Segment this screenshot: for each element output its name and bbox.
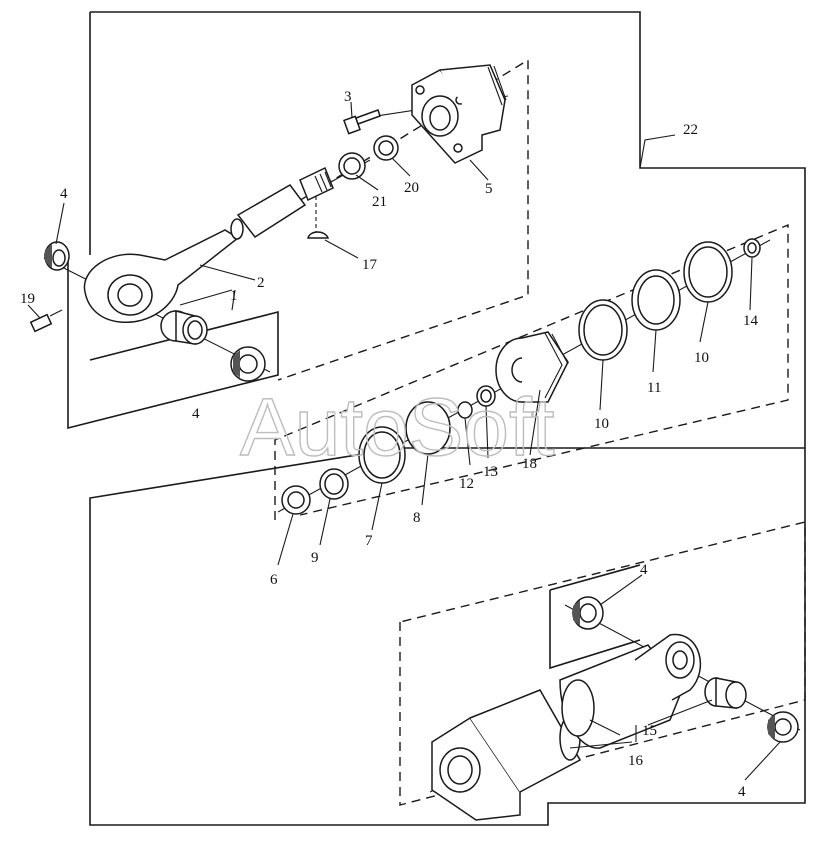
piston-rod-part-2	[83, 166, 334, 323]
seal-ring-part-7	[358, 426, 406, 484]
callout-8: 8	[413, 510, 421, 526]
watermark-text: AutoSoft	[240, 382, 555, 473]
piston-part-18	[495, 331, 569, 403]
seal-group-dashed-boundary	[274, 223, 789, 520]
assembly-outline-22	[89, 11, 806, 826]
callout-12: 12	[459, 476, 474, 492]
callout-15: 15	[642, 723, 657, 739]
cylinder-inner-boundary	[549, 564, 641, 670]
callout-5: 5	[485, 181, 493, 197]
callout-13: 13	[483, 464, 498, 480]
callout-7: 7	[365, 533, 373, 549]
callout-labels: 4 19 2 1 4 3 21 20 5 17 22 14 10 11 10 1…	[20, 89, 759, 800]
grease-fitting-part-19	[29, 309, 63, 333]
callout-10-right: 10	[694, 350, 709, 366]
callout-10-left: 10	[594, 416, 609, 432]
callout-4-cylinder-top: 4	[640, 562, 648, 578]
callout-17: 17	[362, 257, 378, 273]
rod-group-boundary	[67, 255, 279, 430]
leader-lines	[27, 101, 781, 781]
key-part-17	[307, 231, 330, 239]
callout-11: 11	[647, 380, 661, 396]
callout-2: 2	[257, 275, 265, 291]
bushing-part-1	[160, 310, 208, 345]
callout-4-cylinder-bottom: 4	[738, 784, 746, 800]
callout-9: 9	[311, 550, 319, 566]
bushing-part-4-rod	[230, 346, 266, 382]
ring-part-13	[476, 385, 496, 407]
seal-ring-part-11	[631, 269, 681, 331]
cylinder-group-dashed-boundary	[399, 521, 806, 806]
ring-part-21	[338, 152, 366, 180]
seal-ring-part-10-right	[683, 241, 733, 303]
bolt-part-3	[343, 109, 381, 135]
callout-14: 14	[743, 313, 759, 329]
ring-part-20	[373, 135, 399, 161]
bushing-part-4-cylinder-bottom	[767, 711, 799, 743]
axis-line-rod	[43, 257, 271, 373]
callout-6: 6	[270, 572, 278, 588]
callout-4-rod: 4	[192, 406, 200, 422]
callout-18: 18	[522, 456, 537, 472]
callout-21: 21	[372, 194, 387, 210]
bushing-part-6	[281, 485, 311, 515]
ring-part-14	[743, 238, 761, 258]
gland-flange-part-5	[411, 64, 507, 164]
seal-ring-part-10-left	[578, 299, 628, 361]
callout-1: 1	[230, 288, 238, 304]
callout-20: 20	[404, 180, 419, 196]
bushing-part-15	[704, 677, 747, 709]
callout-16: 16	[628, 753, 644, 769]
callout-4-upper: 4	[60, 186, 68, 202]
bushing-part-4-cylinder-top	[572, 596, 604, 630]
cylinder-barrel-part-16	[431, 634, 701, 821]
callout-3: 3	[344, 89, 352, 105]
callout-22: 22	[683, 122, 698, 138]
callout-19: 19	[20, 291, 35, 307]
bushing-part-4-upper	[44, 241, 70, 271]
ring-part-9	[319, 468, 349, 500]
